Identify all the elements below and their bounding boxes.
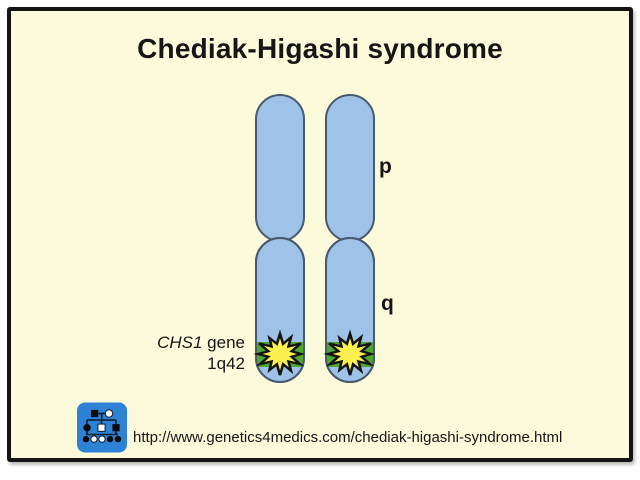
pedigree-chart-icon (77, 402, 127, 453)
chromosome-right-p-arm (325, 94, 375, 242)
diagram-title: Chediak-Higashi syndrome (137, 33, 503, 64)
chromosome-right (325, 94, 375, 383)
website-url[interactable]: http://www.genetics4medics.com/chediak-h… (133, 429, 563, 446)
chromosome-left-p-arm (255, 94, 305, 242)
gene-name-line: CHS1 gene (95, 332, 245, 353)
gene-locus: 1q42 (207, 354, 245, 373)
chromosome-left (255, 94, 305, 383)
gene-suffix: gene (202, 333, 245, 352)
p-arm-label: p (379, 155, 392, 178)
gene-annotation: CHS1 gene 1q42 (95, 332, 245, 374)
gene-name: CHS1 (157, 333, 203, 352)
genetics4medics-logo (77, 402, 127, 453)
diagram-frame (7, 7, 633, 462)
q-arm-label: q (381, 292, 394, 315)
